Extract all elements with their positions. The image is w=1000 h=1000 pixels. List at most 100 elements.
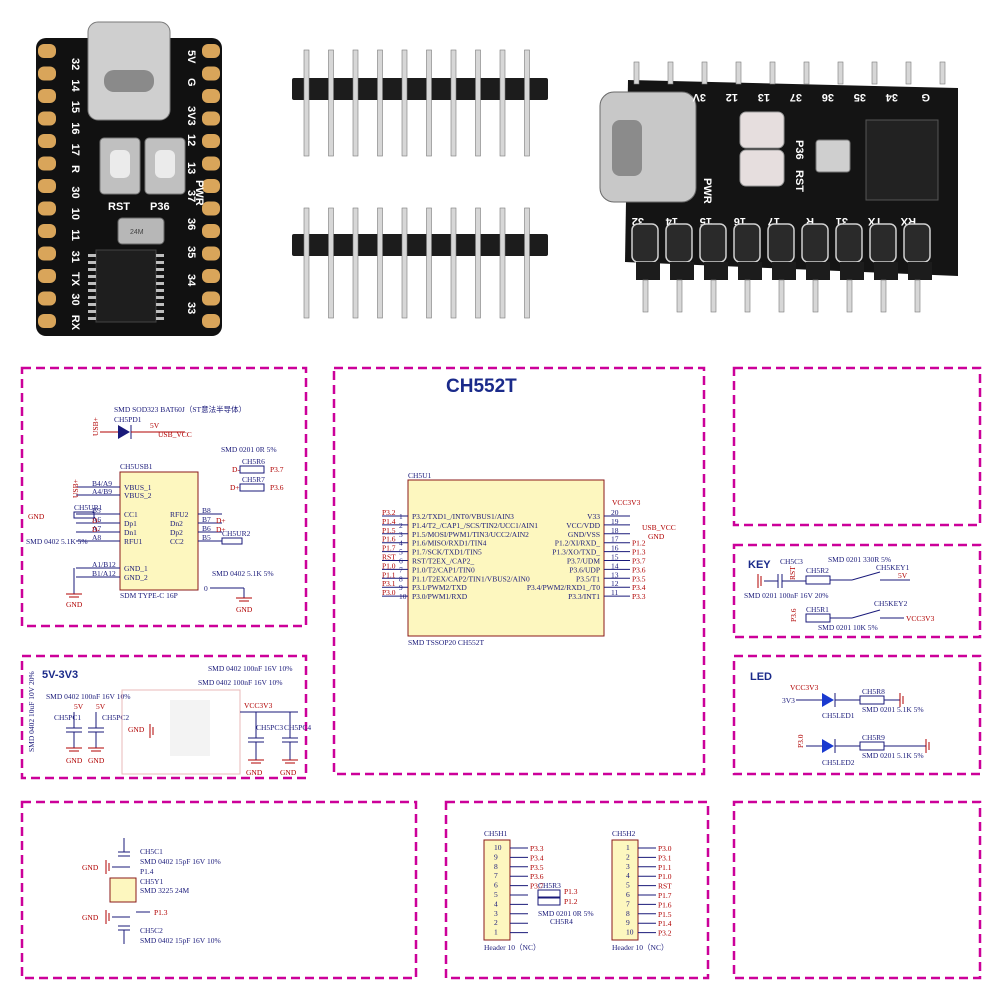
pad-left [38, 156, 56, 171]
silk-right-label: 12 [185, 134, 197, 146]
mcu-part: SMD TSSOP20 CH552T [408, 638, 485, 647]
side-top-label: 35 [854, 91, 866, 103]
header-pin [426, 49, 432, 157]
mcu-left-net: P1.0 [382, 561, 396, 570]
key1-switch-icon [851, 571, 881, 581]
header-panel [444, 800, 710, 980]
h2-pin-num: 6 [626, 890, 630, 899]
svg-text:P3.0: P3.0 [796, 734, 805, 748]
header-h1-symbol [483, 839, 511, 941]
mcu-pin-fn: GND/VSS [568, 530, 600, 539]
h2-pin-net: P1.4 [658, 919, 672, 928]
h1-pin-num: 5 [494, 890, 498, 899]
svg-text:5V: 5V [96, 702, 106, 711]
silk-right-label: 13 [185, 162, 197, 174]
silk-left-label: TX [69, 272, 81, 287]
svg-text:D-: D- [232, 465, 240, 474]
header-pin [328, 49, 334, 157]
ldo-regulator-outline [121, 689, 241, 775]
svg-text:5V: 5V [150, 421, 160, 430]
side-top-label: 3V [692, 91, 706, 103]
svg-text:CH5Y1: CH5Y1 [140, 877, 164, 886]
crystal-side [815, 139, 851, 173]
mcu-pin-fn: P1.7/SCK/TXD1/TIN5 [412, 548, 482, 557]
ch552t-symbol [407, 479, 605, 637]
mcu-left-net: P1.5 [382, 526, 396, 535]
mcu-pin-fn: P3.0/PWM1/RXD [412, 592, 468, 601]
svg-text:3V3: 3V3 [782, 696, 795, 705]
svg-text:CH5UR1: CH5UR1 [74, 503, 103, 512]
silk-right-label: G [185, 78, 197, 87]
mcu-left-net: P1.7 [382, 544, 396, 553]
pad-right [202, 291, 220, 306]
h1-pin-num: 3 [494, 909, 498, 918]
rst-button-side [739, 111, 785, 149]
svg-text:D-: D- [92, 516, 100, 525]
svg-text:CH5R1: CH5R1 [806, 605, 829, 614]
p36-button-side [739, 149, 785, 187]
h1-pin-num: 4 [494, 899, 498, 908]
svg-text:USB+: USB+ [71, 479, 80, 498]
svg-text:GND: GND [128, 725, 145, 734]
svg-text:CH5C3: CH5C3 [780, 557, 803, 566]
svg-text:CH5USB1: CH5USB1 [120, 462, 153, 471]
svg-text:P3.7: P3.7 [270, 465, 284, 474]
svg-text:GND: GND [82, 913, 99, 922]
usb-pin-number: B5 [202, 533, 211, 542]
svg-text:GND: GND [66, 600, 83, 609]
header-pin [475, 207, 481, 319]
svg-text:CH5H1: CH5H1 [484, 829, 508, 838]
svg-text:CH5R7: CH5R7 [242, 475, 265, 484]
svg-text:5V-3V3: 5V-3V3 [42, 669, 78, 681]
mcu-ref: CH5U1 [408, 471, 432, 480]
svg-text:P3.6: P3.6 [270, 483, 284, 492]
pad-right [202, 156, 220, 171]
pad-right [202, 269, 220, 283]
pad-left [38, 269, 56, 283]
mcu-pin-fn: P3.7/UDM [567, 557, 600, 566]
h1-pin-net: P3.3 [530, 844, 544, 853]
svg-text:SMD 0402 100nF 16V 10%: SMD 0402 100nF 16V 10% [208, 664, 292, 673]
usb-pin-number: B1/A12 [92, 569, 116, 578]
h2-pin-num: 10 [626, 928, 634, 937]
silk-right-label: 35 [185, 246, 197, 258]
mcu-pin-num: 5 [399, 548, 403, 557]
silk-left-label: 30 [69, 186, 81, 198]
mcu-pin-num: 2 [399, 521, 403, 530]
mcu-pin-fn: P1.5/MOSI/PWM1/TIN3/UCC2/AIN2 [412, 530, 529, 539]
usb-pin-net: CC2 [170, 537, 184, 546]
svg-text:SMD 0402 5.1K 5%: SMD 0402 5.1K 5% [212, 569, 274, 578]
svg-text:VCC3V3: VCC3V3 [612, 498, 641, 507]
h1-pin-num: 7 [494, 871, 498, 880]
h1-pin-net: P3.6 [530, 872, 544, 881]
svg-text:GND: GND [28, 512, 45, 521]
svg-text:GND: GND [280, 768, 297, 777]
svg-text:GND: GND [236, 605, 253, 614]
pad-right [202, 111, 220, 126]
mcu-right-net: P1.2 [632, 539, 646, 548]
key-panel [732, 543, 982, 639]
header-pin [377, 207, 383, 319]
svg-text:P1.3: P1.3 [564, 887, 578, 896]
svg-text:P1.2: P1.2 [564, 897, 578, 906]
svg-text:PWR: PWR [701, 178, 713, 204]
mcu-pin-num: 4 [399, 539, 403, 548]
header-pin [524, 49, 530, 157]
usb-pin-net: VBUS_1 [124, 483, 152, 492]
svg-text:CH5KEY1: CH5KEY1 [876, 563, 910, 572]
side-top-label: G [921, 91, 930, 103]
mcu-pin-num: 14 [611, 561, 619, 570]
svg-text:GND: GND [246, 768, 263, 777]
mcu-pin-num: 8 [399, 574, 403, 583]
svg-text:SMD 0402 100nF 16V 10%: SMD 0402 100nF 16V 10% [198, 678, 282, 687]
crystal [117, 217, 165, 245]
key-schematic: KEY CH5C3 RST SMD 0201 100nF 16V 20% CH5… [744, 555, 935, 632]
h1-pin-num: 2 [494, 918, 498, 927]
header-pin [475, 49, 481, 157]
usb-pin-net: GND_2 [124, 573, 148, 582]
usb-c-connector-symbol [119, 471, 199, 591]
usb-pin-net: Dp2 [170, 528, 183, 537]
mcu-pin-fn: P3.3/INT1 [568, 592, 600, 601]
header-pin [401, 49, 408, 157]
